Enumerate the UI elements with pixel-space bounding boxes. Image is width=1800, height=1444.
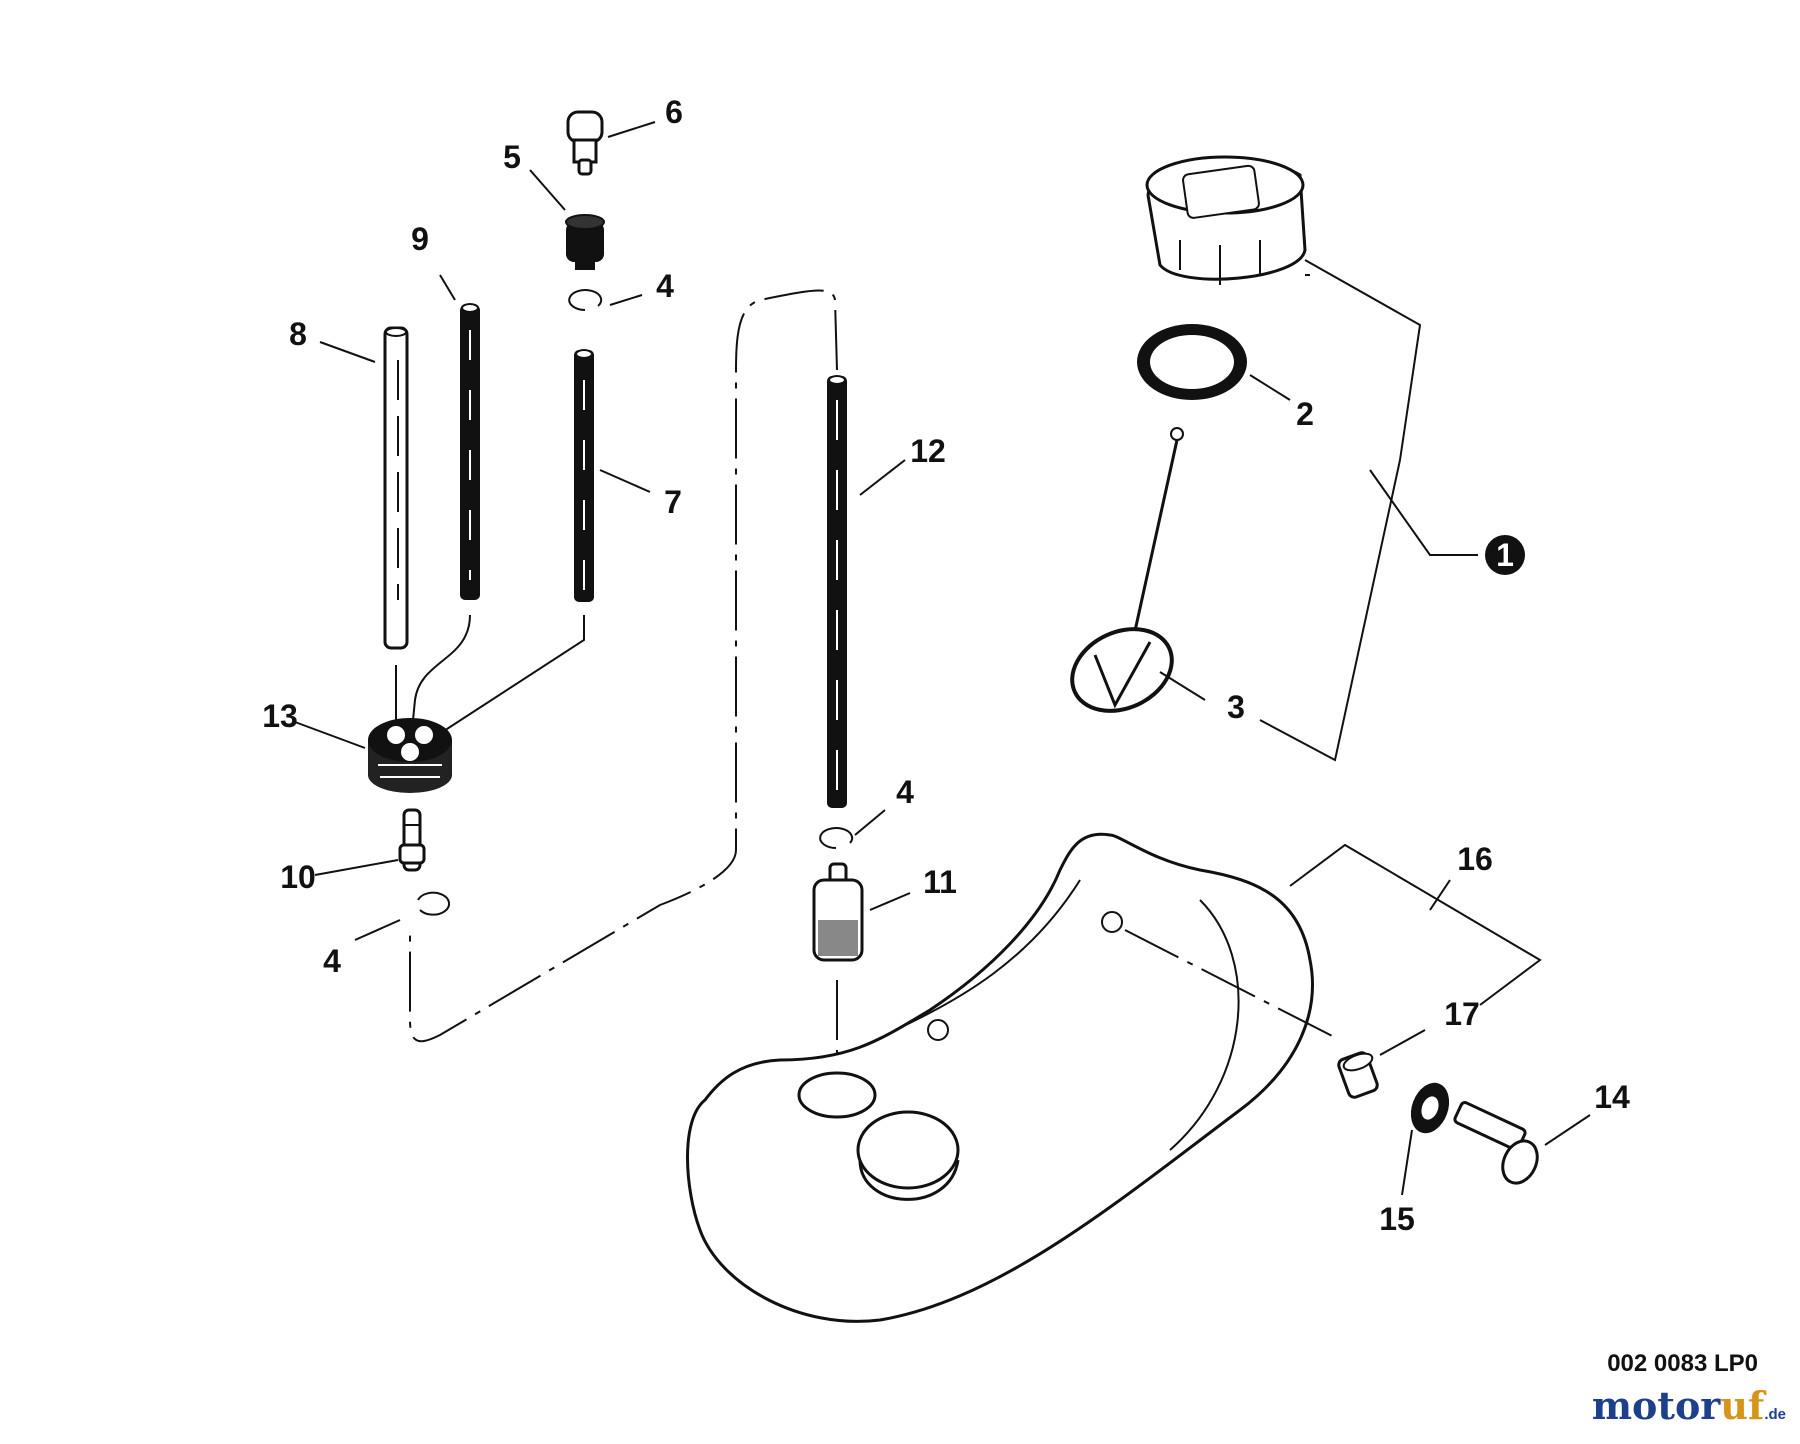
callout-15: 15 (1379, 1201, 1415, 1237)
plug-5 (565, 214, 605, 270)
callout-6: 6 (665, 94, 683, 130)
grommet-13 (368, 718, 452, 793)
tube-8 (383, 326, 409, 650)
watermark-part1: motor (1591, 1383, 1721, 1428)
callout-9: 9 (411, 221, 429, 257)
callout-12: 12 (910, 433, 946, 469)
watermark-part3: .de (1764, 1406, 1786, 1423)
fuel-cap (1145, 155, 1307, 285)
ring-4-top (568, 289, 603, 311)
tube-12 (827, 375, 847, 808)
callout-4-top: 4 (656, 268, 674, 304)
callout-1: 1 (1496, 537, 1514, 573)
tube-7 (574, 349, 594, 602)
strainer-3 (1070, 427, 1184, 713)
callout-2: 2 (1296, 396, 1314, 432)
bolt-14 (1453, 1101, 1539, 1185)
watermark-logo: motoruf.de (1592, 1383, 1786, 1428)
callout-11: 11 (923, 864, 957, 900)
watermark-part2: uf (1720, 1383, 1765, 1428)
tube-9 (460, 303, 480, 600)
fitting-10 (398, 808, 426, 872)
callout-7: 7 (664, 484, 682, 520)
callout-16: 16 (1457, 841, 1493, 877)
callout-13: 13 (262, 698, 298, 734)
callout-1-badge (1485, 535, 1525, 575)
cap-6 (566, 110, 604, 176)
ring-4-left (417, 891, 451, 916)
fuel-tank (686, 832, 1314, 1323)
callout-8: 8 (289, 316, 307, 352)
fuel-line-path (409, 289, 838, 1043)
diagram-code: 002 0083 LP0 (1607, 1350, 1758, 1377)
callout-4-right: 4 (896, 774, 914, 810)
filter-11 (812, 862, 864, 962)
callout-4-left: 4 (323, 943, 341, 979)
gasket-2 (1137, 324, 1247, 400)
callout-14: 14 (1594, 1079, 1630, 1115)
callout-10: 10 (280, 859, 316, 895)
bushing-17 (1337, 1051, 1379, 1099)
callout-3: 3 (1227, 689, 1245, 725)
washer-15 (1410, 1082, 1450, 1134)
ring-4-right (819, 827, 854, 849)
callout-5: 5 (503, 139, 521, 175)
callout-17: 17 (1444, 996, 1480, 1032)
